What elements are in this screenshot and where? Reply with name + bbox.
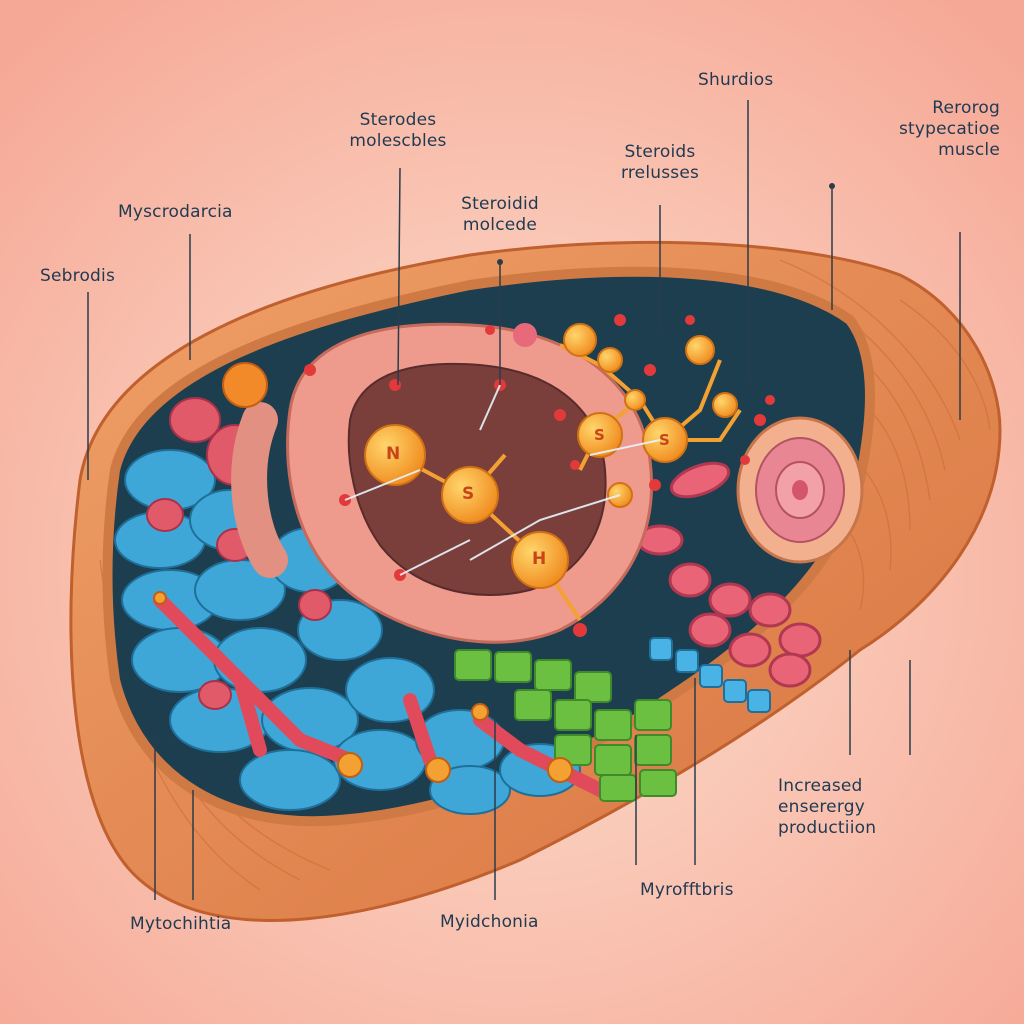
label-sebrodis-text: Sebrodis <box>40 266 116 286</box>
label-rerorog-line2: stypecatioe <box>898 119 1000 139</box>
molecule-letter-s: S <box>462 484 475 504</box>
chain-nodes <box>153 591 573 783</box>
label-steroidid-line1: Steroidid <box>461 194 539 214</box>
molecule-letter-s2: S <box>594 426 606 444</box>
label-shurdios-text: Shurdios <box>698 70 774 90</box>
label-steroids-line1: Steroids <box>624 142 696 162</box>
label-increased-energy: Increased enserergy productiion <box>778 776 876 839</box>
label-increased-line2: enserergy <box>778 797 865 817</box>
molecule-letter-n: N <box>386 444 401 464</box>
myofibril-chain <box>153 593 607 797</box>
label-increased-line1: Increased <box>778 776 863 796</box>
label-myidchonia: Myidchonia <box>440 912 539 933</box>
leader-line-endpoints <box>497 183 835 265</box>
muscle-fiber-tube <box>736 416 864 564</box>
label-mytochihtia: Mytochihtia <box>130 914 231 935</box>
blue-square-cluster <box>649 637 771 713</box>
label-shurdios: Shurdios <box>698 70 773 91</box>
label-sterodes-line1: Sterodes <box>359 110 437 130</box>
label-sebrodis: Sebrodis <box>40 266 115 287</box>
label-myidchonia-text: Myidchonia <box>440 912 539 932</box>
label-myscrodarcia: Myscrodarcia <box>118 202 233 223</box>
label-myscrodarcia-text: Myscrodarcia <box>118 202 233 222</box>
molecule-letter-s3: S <box>659 431 671 449</box>
label-sterodes-line2: molescbles <box>349 131 447 151</box>
label-rerorog-muscle: Rerorog stypecatioe muscle <box>870 98 1000 161</box>
leader-lines <box>87 100 961 900</box>
pointer-lines <box>344 384 661 576</box>
green-cell-cluster <box>454 649 677 802</box>
label-mytochihtia-text: Mytochihtia <box>130 914 232 934</box>
label-steroidid-line2: molcede <box>462 215 538 235</box>
label-sterodes-molescbles: Sterodes molescbles <box>318 110 478 152</box>
blue-cell-cluster <box>114 449 581 815</box>
label-steroidid-molcede: Steroidid molcede <box>440 194 560 236</box>
label-rerorog-line3: muscle <box>938 140 1000 160</box>
label-rerorog-line1: Rerorog <box>932 98 1000 118</box>
steroid-molecule <box>222 323 738 589</box>
label-steroids-line2: rrelusses <box>620 163 700 183</box>
label-increased-line3: productiion <box>778 818 877 838</box>
label-myrofftbris: Myrofftbris <box>640 880 734 901</box>
label-myrofftbris-text: Myrofftbris <box>640 880 734 900</box>
molecule-letter-h: H <box>532 549 547 569</box>
label-steroids-rrelusses: Steroids rrelusses <box>600 142 720 184</box>
